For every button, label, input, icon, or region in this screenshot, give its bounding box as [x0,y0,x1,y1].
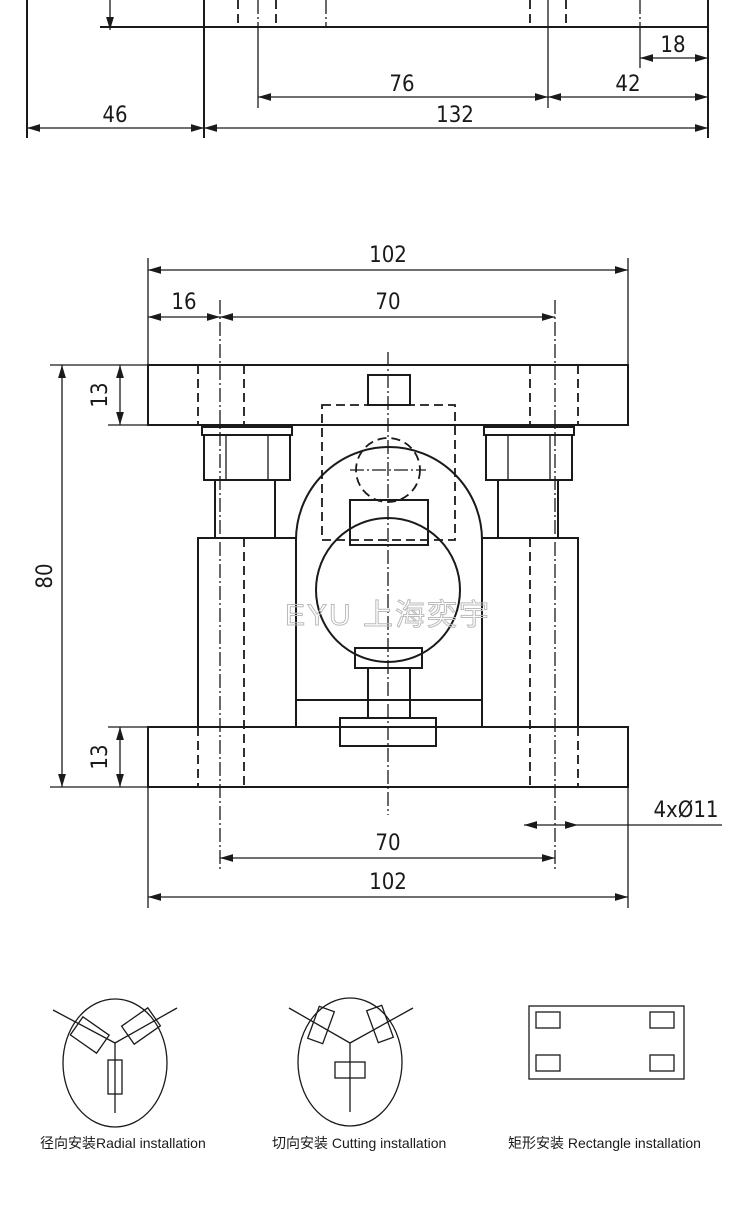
dim-46: 46 [102,103,127,128]
dim-plate-top: 13 [88,382,113,407]
dim-holes: 4xØ11 [653,798,718,823]
cutting-installation-label: 切向安装 Cutting installation [272,1135,447,1151]
center-lines [219,300,556,870]
dim-132: 132 [436,103,474,128]
right-nut [483,426,575,538]
hidden-holes [197,365,579,787]
load-cell-assembly [295,374,483,747]
radial-installation-diagram [52,998,178,1128]
watermark: EYU 上海奕宇 [285,599,491,632]
dim-hole-spacing-top: 70 [375,290,400,315]
dim-42: 42 [615,72,640,97]
dim-plate-bottom: 13 [88,744,113,769]
hidden-lines [237,0,641,27]
top-view: 18 76 42 46 132 [26,0,709,138]
dim-width-top: 102 [369,243,407,268]
cutting-installation-diagram [288,997,414,1127]
dim-width-bottom: 102 [369,870,407,895]
dim-hole-spacing-bottom: 70 [375,831,400,856]
left-column [197,537,297,728]
dim-offset-left: 16 [171,290,196,315]
dim-76: 76 [389,72,414,97]
left-nut [201,426,293,538]
radial-installation-label: 径向安装Radial installation [40,1135,206,1151]
rectangle-installation-diagram [528,1005,685,1080]
dim-height: 80 [33,563,58,588]
rectangle-installation-label: 矩形安装 Rectangle installation [508,1135,701,1151]
dim-18: 18 [660,33,685,58]
front-view: 102 16 70 13 80 13 70 102 4xØ11 EYU 上海奕宇 [33,243,722,908]
